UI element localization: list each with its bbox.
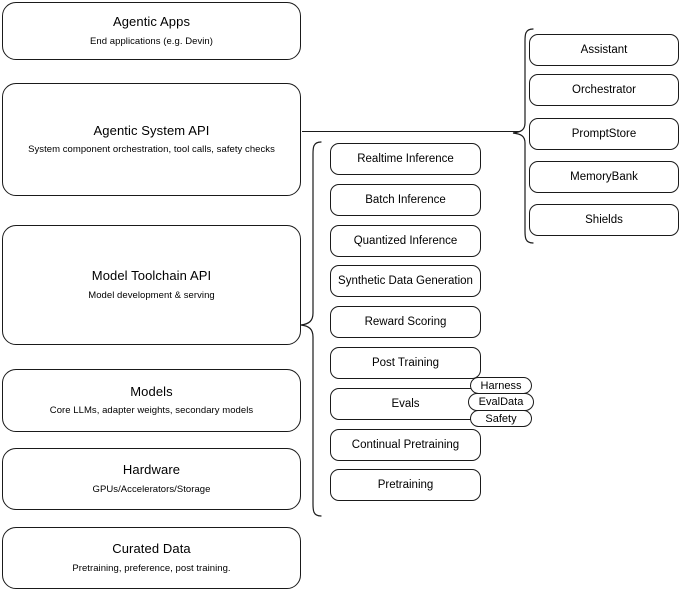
component-label: Realtime Inference bbox=[357, 152, 454, 165]
component-reward-scoring[interactable]: Reward Scoring bbox=[330, 306, 481, 338]
layer-subtitle: System component orchestration, tool cal… bbox=[28, 144, 275, 156]
component-label: Reward Scoring bbox=[364, 315, 447, 328]
component-label: Batch Inference bbox=[365, 193, 446, 206]
brace-agentic-system-components bbox=[512, 28, 534, 244]
layer-subtitle: Pretraining, preference, post training. bbox=[72, 562, 231, 574]
component-label: Shields bbox=[585, 213, 623, 226]
component-label: Orchestrator bbox=[572, 83, 636, 96]
layer-title: Hardware bbox=[122, 462, 181, 478]
component-label: Continual Pretraining bbox=[351, 438, 460, 451]
badge-label: Harness bbox=[480, 379, 522, 392]
component-label: Evals bbox=[391, 397, 420, 410]
component-label: Quantized Inference bbox=[353, 234, 458, 247]
component-label: Synthetic Data Generation bbox=[338, 274, 473, 287]
component-label: MemoryBank bbox=[570, 170, 638, 183]
layer-subtitle: End applications (e.g. Devin) bbox=[90, 35, 213, 47]
component-label: Pretraining bbox=[377, 478, 434, 491]
badge-label: EvalData bbox=[478, 396, 524, 408]
layer-agentic-apps[interactable]: Agentic Apps End applications (e.g. Devi… bbox=[2, 2, 301, 60]
layer-model-toolchain-api[interactable]: Model Toolchain API Model development & … bbox=[2, 225, 301, 345]
component-shields[interactable]: Shields bbox=[529, 204, 679, 236]
component-quantized-inference[interactable]: Quantized Inference bbox=[330, 225, 481, 257]
badge-label: Safety bbox=[485, 412, 517, 425]
layer-title: Agentic System API bbox=[93, 122, 210, 138]
brace-model-toolchain-components bbox=[300, 141, 322, 517]
component-post-training[interactable]: Post Training bbox=[330, 347, 481, 379]
component-orchestrator[interactable]: Orchestrator bbox=[529, 74, 679, 106]
layer-subtitle: GPUs/Accelerators/Storage bbox=[92, 483, 211, 495]
layer-subtitle: Model development & serving bbox=[88, 289, 215, 301]
component-continual-pretraining[interactable]: Continual Pretraining bbox=[330, 429, 481, 461]
component-pretraining[interactable]: Pretraining bbox=[330, 469, 481, 501]
component-realtime-inference[interactable]: Realtime Inference bbox=[330, 143, 481, 175]
component-synthetic-data-generation[interactable]: Synthetic Data Generation bbox=[330, 265, 481, 297]
badge-evaldata[interactable]: EvalData bbox=[468, 393, 534, 411]
layer-title: Curated Data bbox=[112, 541, 191, 557]
layer-hardware[interactable]: Hardware GPUs/Accelerators/Storage bbox=[2, 448, 301, 510]
layer-title: Model Toolchain API bbox=[91, 268, 212, 284]
badge-safety[interactable]: Safety bbox=[470, 410, 532, 427]
layer-curated-data[interactable]: Curated Data Pretraining, preference, po… bbox=[2, 527, 301, 589]
layer-agentic-system-api[interactable]: Agentic System API System component orch… bbox=[2, 83, 301, 196]
layer-title: Agentic Apps bbox=[112, 14, 191, 30]
component-label: Post Training bbox=[371, 356, 440, 369]
connector-agentic-system-api-to-right-group bbox=[302, 131, 519, 132]
component-batch-inference[interactable]: Batch Inference bbox=[330, 184, 481, 216]
component-assistant[interactable]: Assistant bbox=[529, 34, 679, 66]
component-memorybank[interactable]: MemoryBank bbox=[529, 161, 679, 193]
layer-subtitle: Core LLMs, adapter weights, secondary mo… bbox=[49, 405, 254, 417]
layer-models[interactable]: Models Core LLMs, adapter weights, secon… bbox=[2, 369, 301, 432]
badge-harness[interactable]: Harness bbox=[470, 377, 532, 394]
component-promptstore[interactable]: PromptStore bbox=[529, 118, 679, 150]
layer-title: Models bbox=[130, 383, 173, 399]
component-label: PromptStore bbox=[571, 127, 637, 140]
component-label: Assistant bbox=[580, 43, 628, 56]
component-evals[interactable]: Evals bbox=[330, 388, 481, 420]
